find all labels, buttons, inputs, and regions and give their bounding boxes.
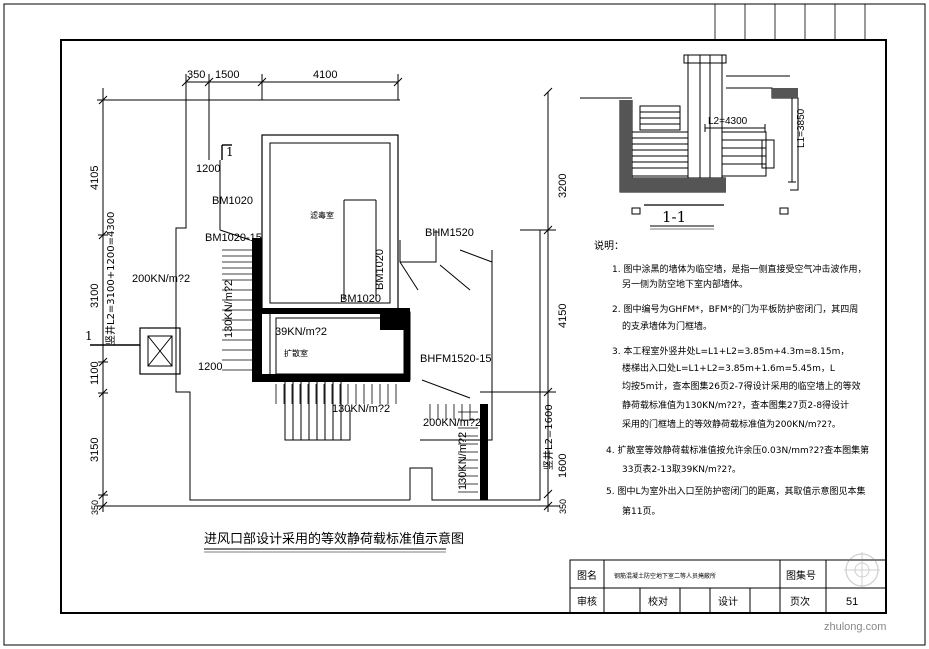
sheet-frame (60, 39, 887, 614)
note-3e: 采用的门框墙上的等效静荷载标准值为200KN/m?2?。 (622, 418, 841, 430)
dim-left-long: 竖井L2=3100+1200=4300 (104, 212, 117, 345)
tb-label-review: 审核 (577, 595, 597, 608)
load-39: 39KN/m?2 (275, 326, 327, 338)
tb-name: 钢筋混凝土防空地下室二等人员掩蔽所 (614, 572, 716, 580)
dim-right-long: 竖井L2=1600 (542, 404, 555, 470)
dim-right-2: 4150 (557, 304, 569, 328)
label-bhfm1520-15: BHFM1520-15 (420, 353, 492, 365)
tb-label-name: 图名 (577, 569, 597, 582)
room-filter: 滤毒室 (310, 210, 334, 220)
dim-1200-top: 1200 (196, 163, 220, 175)
dim-left-3: 1100 (89, 361, 101, 385)
load-130-bottom: 130KN/m?2 (332, 403, 390, 415)
tb-page: 51 (846, 596, 858, 608)
note-2a: 2. 图中编号为GHFM*，BFM*的门为平板防护密闭门，其四周 (612, 303, 858, 315)
load-130-left: 130KN/m?2 (223, 280, 235, 338)
tb-label-check: 校对 (648, 595, 668, 608)
note-3a: 3. 本工程室外竖井处L=L1+L2=3.85m+4.3m=8.15m， (612, 345, 849, 357)
dim-right-1: 3200 (557, 174, 569, 198)
tb-label-page: 页次 (790, 595, 810, 608)
critical-walls (252, 238, 488, 500)
room-expansion: 扩散室 (284, 348, 308, 358)
dim-left-4: 3150 (89, 438, 101, 462)
note-4a: 4. 扩散室等效静荷载标准值按允许余压0.03N/mm?2?查本图集第 (606, 444, 869, 456)
tb-label-atlas: 图集号 (786, 569, 816, 582)
dim-top-1: 350 (187, 69, 205, 81)
dim-left-1: 4105 (89, 166, 101, 190)
load-200-left: 200KN/m?2 (132, 273, 190, 285)
dim-top-3: 4100 (313, 69, 337, 81)
section-dim-l1: L1=3850 (796, 108, 807, 148)
section-hatching (620, 88, 798, 192)
dim-left-2: 3100 (89, 284, 101, 308)
notes-heading: 说明： (594, 239, 624, 252)
note-5b: 第11页。 (622, 505, 660, 517)
note-1b: 另一侧为防空地下室内部墙体。 (622, 278, 748, 290)
load-200-right: 200KN/m?2 (423, 417, 481, 429)
section-marker-top: 1 (226, 145, 234, 159)
label-bm1020-a: BM1020 (212, 195, 253, 207)
label-bhm1520: BHM1520 (425, 227, 474, 239)
note-1a: 1. 图中涂黑的墙体为临空墙，是指一侧直接受空气冲击波作用， (612, 263, 866, 275)
sheet-outer-border (3, 3, 926, 646)
label-bm1020-b: BM1020 (340, 293, 381, 305)
drawing-title: 进风口部设计采用的等效静荷载标准值示意图 (204, 531, 464, 547)
section-marker-left: 1 (85, 329, 93, 343)
note-3c: 均按5m计，查本图集26页2-7得设计采用的临空墙上的等效 (622, 380, 861, 392)
dim-top-2: 1500 (215, 69, 239, 81)
note-2b: 的支承墙体为门框墙。 (622, 320, 712, 332)
label-bm1020-vertical: BM1020 (374, 249, 386, 290)
notes: 说明： 1. 图中涂黑的墙体为临空墙，是指一侧直接受空气冲击波作用， 另一侧为防… (594, 239, 869, 517)
section-title: 1-1 (662, 208, 686, 226)
note-3b: 楼梯出入口处L=L1+L2=3.85m+1.6m=5.45m，L (622, 362, 835, 374)
note-5a: 5. 图中L为室外出入口至防护密闭门的距离，其取值示意图见本集 (606, 485, 865, 497)
watermark-text: zhulong.com (824, 621, 886, 633)
dim-right-3: 1600 (557, 454, 569, 478)
title-block (569, 559, 887, 614)
section-dim-l2: L2=4300 (708, 116, 748, 127)
tb-label-design: 设计 (718, 595, 738, 608)
section-drawing (580, 54, 799, 215)
dim-right-4: 350 (558, 499, 568, 514)
dim-1200-bottom: 1200 (198, 361, 222, 373)
label-bm1020-15: BM1020-15 (205, 232, 262, 244)
note-3d: 静荷载标准值为130KN/m?2?，查本图集27页2-8得设计 (622, 399, 849, 411)
dim-left-5: 350 (90, 500, 100, 515)
floor-plan (90, 74, 560, 512)
load-arrows (222, 249, 478, 493)
load-130-right: 130KN/m?2 (457, 432, 469, 490)
watermark-logo (844, 552, 880, 588)
note-4b: 33页表2-13取39KN/m?2?。 (622, 463, 741, 475)
